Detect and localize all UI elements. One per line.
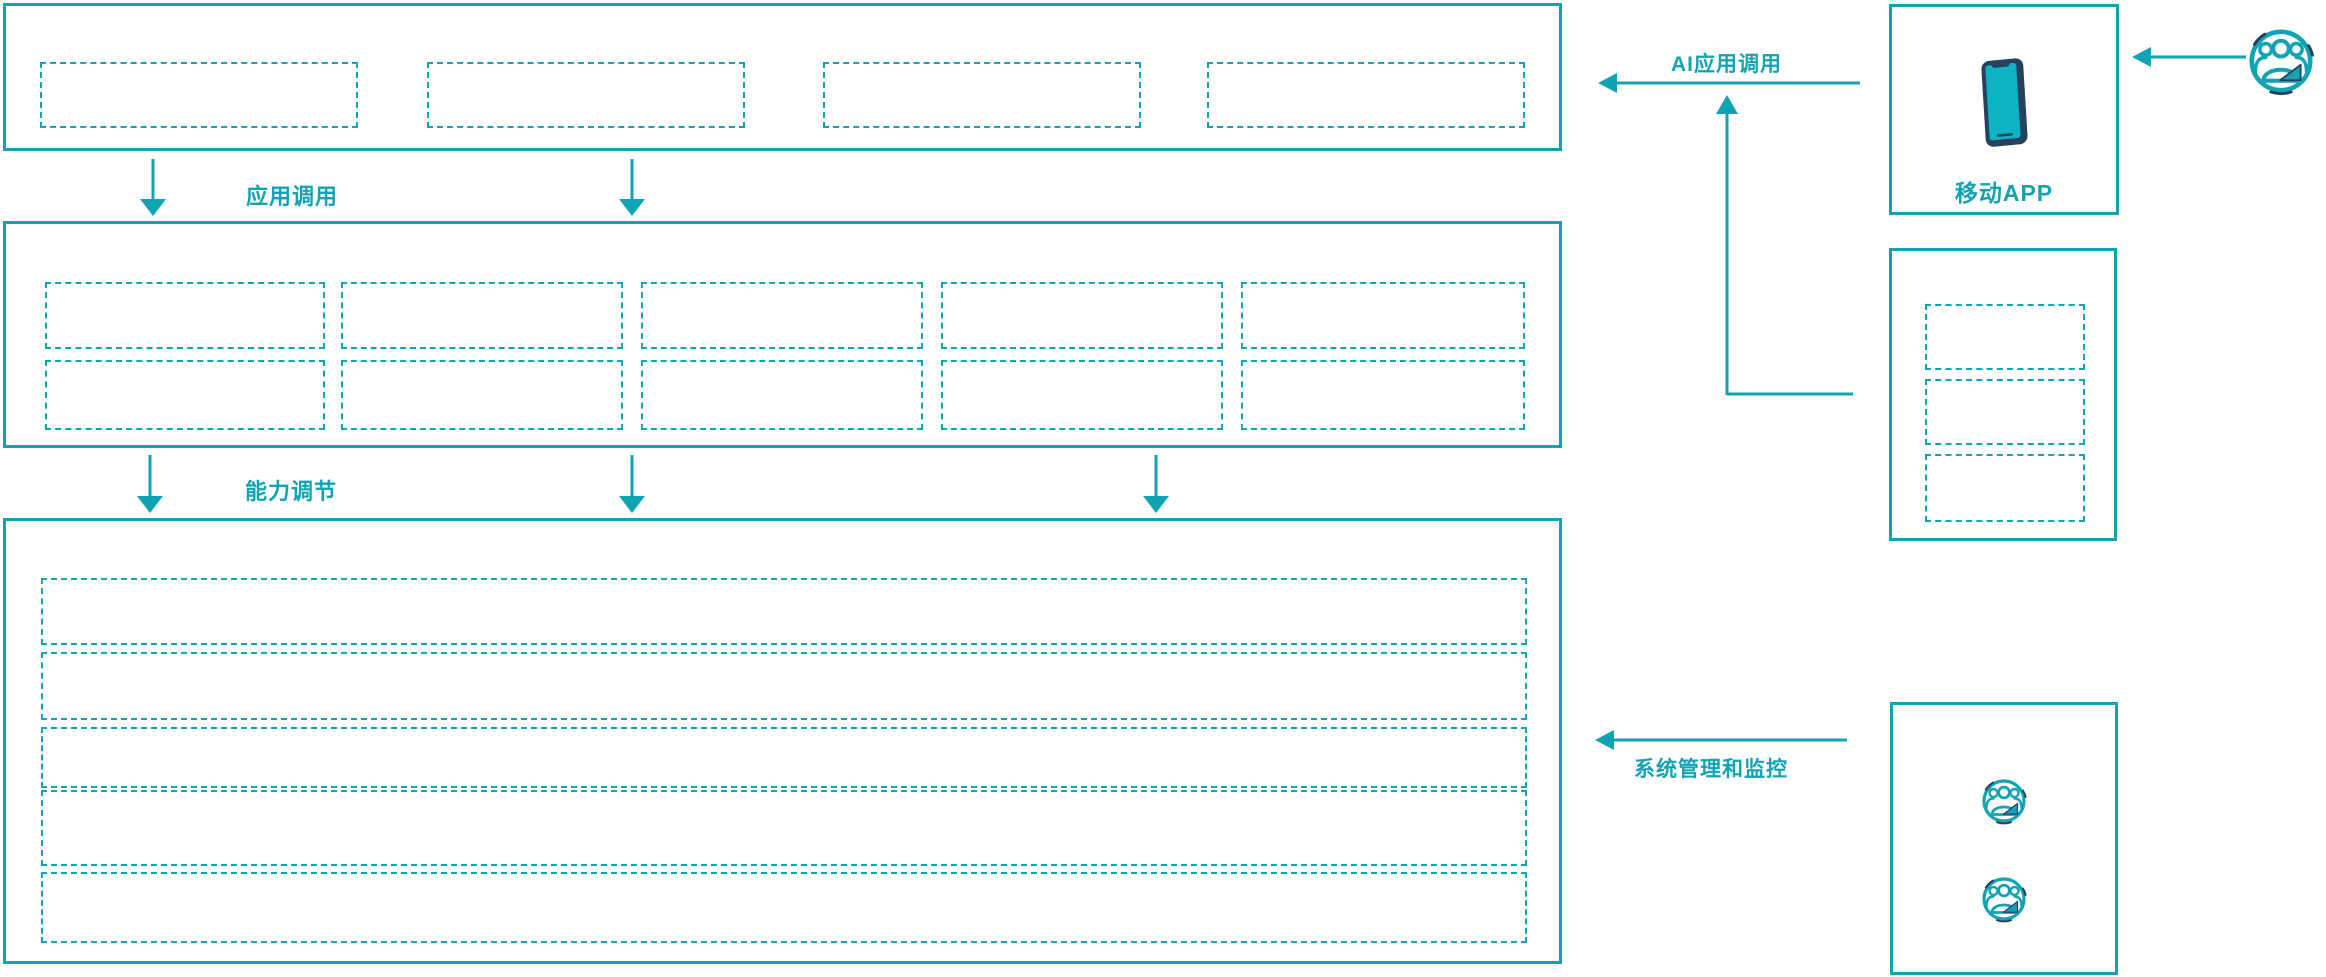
arrow-left-head (1595, 730, 1614, 750)
capability-slot (341, 282, 623, 349)
gateway-box (1889, 248, 2117, 541)
users-group-icon (2246, 26, 2316, 96)
resource-row (41, 872, 1527, 943)
arrow-left-head (2132, 47, 2151, 67)
mobile-app-label: 移动APP (1954, 180, 2054, 206)
capability-slot (1241, 360, 1525, 430)
gateway-slot (1925, 379, 2085, 445)
capability-slot (641, 282, 923, 349)
app-slot (427, 62, 745, 128)
arrow-down-head (137, 496, 163, 513)
app-call-label: 应用调用 (246, 184, 339, 209)
capability-slot (45, 360, 325, 430)
system-monitor-label: 系统管理和监控 (1634, 758, 1788, 781)
users-group-icon (1980, 875, 2028, 923)
app-layer-box (3, 3, 1562, 151)
resource-row (41, 727, 1527, 788)
capability-slot (941, 282, 1223, 349)
capability-layer-box (3, 221, 1562, 448)
arrow-down-head (140, 199, 166, 216)
capability-slot (45, 282, 325, 349)
capability-slot (941, 360, 1223, 430)
capability-slot (641, 360, 923, 430)
arrow-up-head (1716, 95, 1738, 114)
arrow-left-head (1598, 73, 1617, 93)
arrow-down-head (619, 496, 645, 513)
resource-row (41, 790, 1527, 866)
resource-row (41, 578, 1527, 645)
smartphone-icon (1979, 56, 2030, 150)
capability-slot (1241, 282, 1525, 349)
gateway-slot (1925, 454, 2085, 522)
app-slot (823, 62, 1141, 128)
arrow-down-head (619, 199, 645, 216)
resource-layer-box (3, 518, 1562, 964)
ops-admin-box (1890, 702, 2118, 975)
capability-adjust-label: 能力调节 (245, 479, 338, 504)
app-slot (40, 62, 358, 128)
users-group-icon (1980, 777, 2028, 825)
ai-app-call-label: AI应用调用 (1671, 53, 1782, 76)
arrow-down-head (1143, 496, 1169, 513)
app-slot (1207, 62, 1525, 128)
gateway-slot (1925, 304, 2085, 370)
capability-slot (341, 360, 623, 430)
resource-row (41, 652, 1527, 720)
